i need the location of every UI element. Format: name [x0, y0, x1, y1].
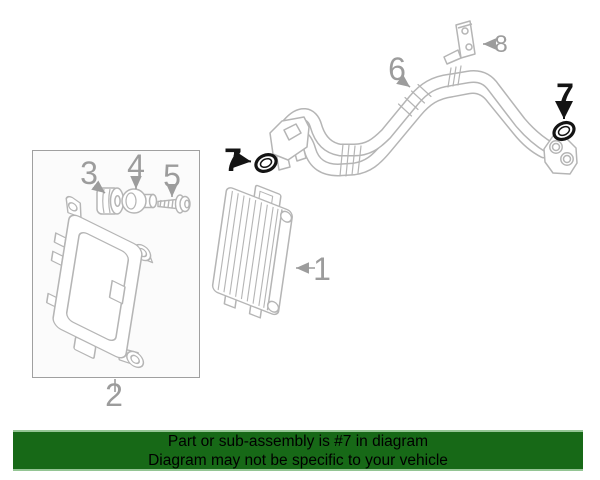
- part8-label: 8: [494, 31, 507, 58]
- part6-label: 6: [388, 51, 406, 87]
- bottom-banner: Part or sub-assembly is #7 in diagram Di…: [13, 430, 583, 471]
- screw-drawing: [157, 194, 191, 214]
- grommet-drawing: [96, 187, 125, 215]
- part7-left-label: 7: [224, 142, 242, 178]
- part4-label: 4: [127, 148, 145, 184]
- oil-line-drawing: [279, 65, 557, 177]
- banner-line2: Diagram may not be specific to your vehi…: [148, 451, 448, 469]
- grommet-pin-drawing: [121, 188, 158, 214]
- oil-line-end-fitting-drawing: [543, 135, 578, 175]
- mounting-bracket-drawing: [45, 195, 154, 369]
- part7-left-arrow: [232, 150, 252, 169]
- part3-arrow: [91, 180, 106, 194]
- part7-right-label: 7: [556, 77, 574, 113]
- part2-label: 2: [105, 377, 123, 413]
- retaining-bracket-drawing: [443, 20, 476, 65]
- part5-label: 5: [163, 158, 181, 194]
- oil-line-connector-drawing: [269, 116, 310, 171]
- oil-cooler-drawing: [211, 184, 293, 319]
- o-ring-left-drawing: [254, 153, 278, 173]
- part1-label: 1: [313, 251, 331, 287]
- part6-arrow: [396, 74, 411, 88]
- o-ring-right-drawing: [552, 120, 576, 142]
- banner-line1: Part or sub-assembly is #7 in diagram: [167, 433, 429, 450]
- part3-label: 3: [80, 155, 98, 191]
